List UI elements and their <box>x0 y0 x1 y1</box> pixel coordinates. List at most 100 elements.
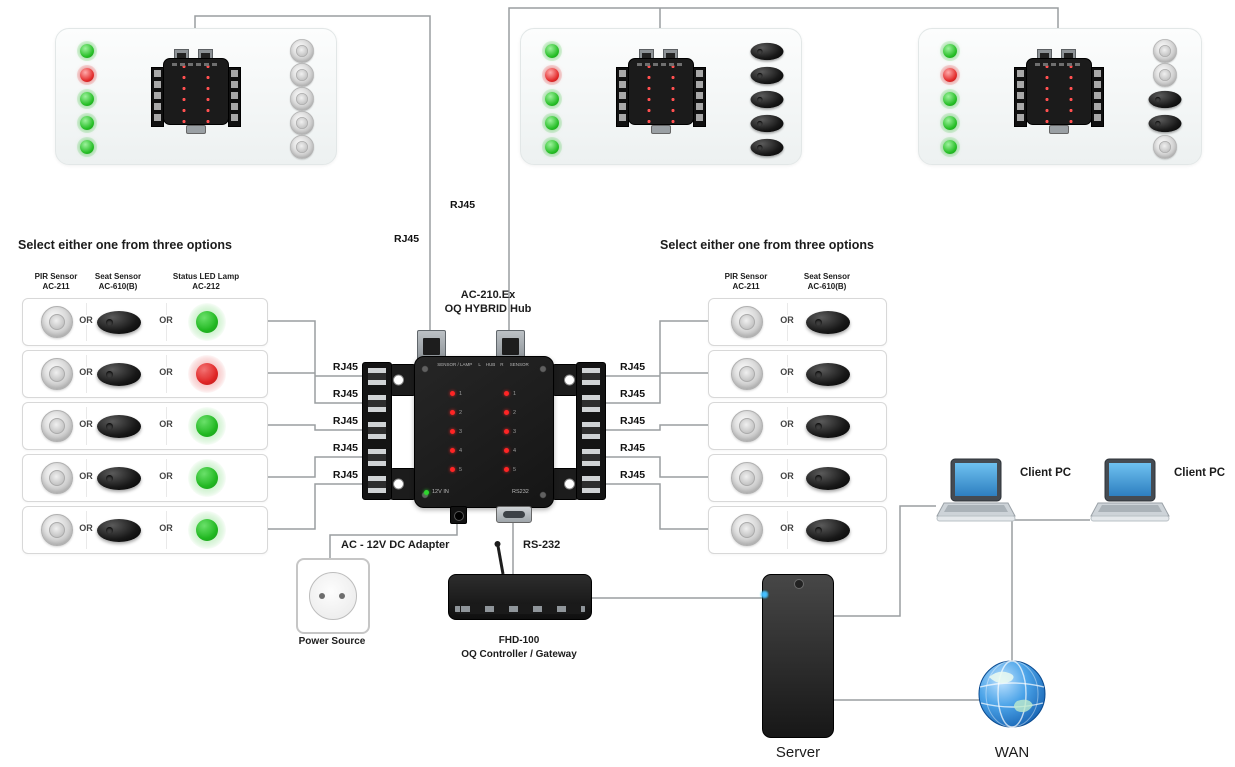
port-led-icon <box>504 448 509 453</box>
hub-rs232-label: RS232 <box>512 489 529 495</box>
indicator-led <box>545 116 559 130</box>
sensor-slot <box>803 507 853 553</box>
indicator-led <box>943 140 957 154</box>
or-label: OR <box>778 315 796 325</box>
indicator-led <box>545 140 559 154</box>
power-source-label: Power Source <box>298 636 366 647</box>
sensor-icon <box>1153 63 1177 87</box>
socket-hole-icon <box>339 593 345 599</box>
sensor-icon <box>750 66 784 84</box>
sensor-slot <box>280 134 324 160</box>
sensor-slot <box>724 403 770 449</box>
power-wire <box>329 522 458 558</box>
column-header-pir: PIR Sensor AC-211 <box>34 272 78 292</box>
hub-uplink-port-r <box>496 330 525 360</box>
db9-connector-icon <box>496 506 532 523</box>
or-label: OR <box>778 471 796 481</box>
power-outlet-icon <box>296 558 370 634</box>
port-led-icon <box>450 467 455 472</box>
mini-hub-face <box>163 58 229 125</box>
hub-title: AC-210.Ex OQ HYBRID Hub <box>423 289 553 317</box>
sensor-slot <box>724 455 770 501</box>
rj45-label: RJ45 <box>332 415 358 427</box>
sensor-slot <box>803 403 853 449</box>
indicator-led <box>545 92 559 106</box>
indicator-led <box>80 68 94 82</box>
sensor-slot <box>34 403 80 449</box>
or-label: OR <box>77 367 95 377</box>
indicator-led <box>80 140 94 154</box>
sensor-slot <box>1143 38 1187 64</box>
sensor-slot <box>745 62 789 88</box>
option-row: OR <box>708 506 887 554</box>
option-row: OR OR <box>22 506 268 554</box>
db9-connector-icon <box>1049 125 1069 134</box>
port-number: 2 <box>513 409 517 416</box>
rj45-label: RJ45 <box>450 199 476 211</box>
left-options-heading: Select either one from three options <box>18 238 232 252</box>
server-label: Server <box>775 744 821 761</box>
sensor-slot <box>803 455 853 501</box>
pir-sensor-icon <box>731 410 763 442</box>
pir-sensor-icon <box>731 462 763 494</box>
option-row: OR OR <box>22 298 268 346</box>
lamp-slot <box>184 299 230 345</box>
controller-subtitle: OQ Controller / Gateway <box>461 648 577 660</box>
or-label: OR <box>77 419 95 429</box>
pir-sensor-icon <box>41 306 73 338</box>
hub-face-header: SENSOR / LAMP L HUB R SENSOR <box>437 362 529 367</box>
lamp-slot <box>184 351 230 397</box>
port-number: 3 <box>459 428 463 435</box>
sensor-slot <box>280 86 324 112</box>
client-pc-icon <box>936 458 1016 522</box>
hub-power-indicator: 12V IN <box>424 489 449 495</box>
port-led-icon <box>504 410 509 415</box>
hub-led-column-right: 1 2 3 4 5 <box>504 384 534 479</box>
sensor-icon <box>1148 114 1182 132</box>
status-led-lamp-icon <box>188 459 226 497</box>
rj45-label: RJ45 <box>332 361 358 373</box>
mini-hub-device <box>1014 49 1104 137</box>
server-pc1-wire <box>834 505 936 617</box>
dc-jack-icon <box>450 506 467 524</box>
option-row: OR OR <box>22 350 268 398</box>
sensor-slot <box>1143 110 1187 136</box>
controller-name: FHD-100 <box>498 635 540 646</box>
or-label: OR <box>778 419 796 429</box>
hybrid-hub-device <box>414 356 554 508</box>
rj45-label: RJ45 <box>620 442 646 454</box>
device-group-panel-1 <box>55 28 337 165</box>
socket-icon <box>309 572 357 620</box>
port-led-icon <box>450 410 455 415</box>
sensor-slot <box>745 38 789 64</box>
or-label: OR <box>77 471 95 481</box>
rj45-label: RJ45 <box>620 361 646 373</box>
sensor-slot <box>34 455 80 501</box>
mounting-ear-icon <box>388 468 418 500</box>
hub-led-column-left: 1 2 3 4 5 <box>450 384 480 479</box>
port-led-icon <box>504 391 509 396</box>
port-led-icon <box>450 429 455 434</box>
option-row: OR <box>708 350 887 398</box>
sensor-slot <box>1143 62 1187 88</box>
mini-hub-device <box>151 49 241 137</box>
port-number: 1 <box>459 390 463 397</box>
rs232-label: RS-232 <box>520 539 564 551</box>
rj45-port-strip-icon <box>1091 67 1104 127</box>
indicator-led <box>943 68 957 82</box>
port-led-icon <box>450 391 455 396</box>
lamp-slot <box>184 507 230 553</box>
option-row: OR <box>708 454 887 502</box>
rj45-port-strip-icon <box>228 67 241 127</box>
device-group-panel-3 <box>918 28 1202 165</box>
pir-sensor-icon <box>41 410 73 442</box>
pir-sensor-icon <box>731 514 763 546</box>
sensor-icon <box>290 63 314 87</box>
sensor-slot <box>94 507 144 553</box>
status-led-lamp-icon <box>188 355 226 393</box>
column-header-seat: Seat Sensor AC-610(B) <box>94 272 142 292</box>
sensor-icon <box>750 42 784 60</box>
rj45-label: RJ45 <box>620 415 646 427</box>
rj45-port-strip-left <box>362 362 392 500</box>
sensor-icon <box>1153 39 1177 63</box>
